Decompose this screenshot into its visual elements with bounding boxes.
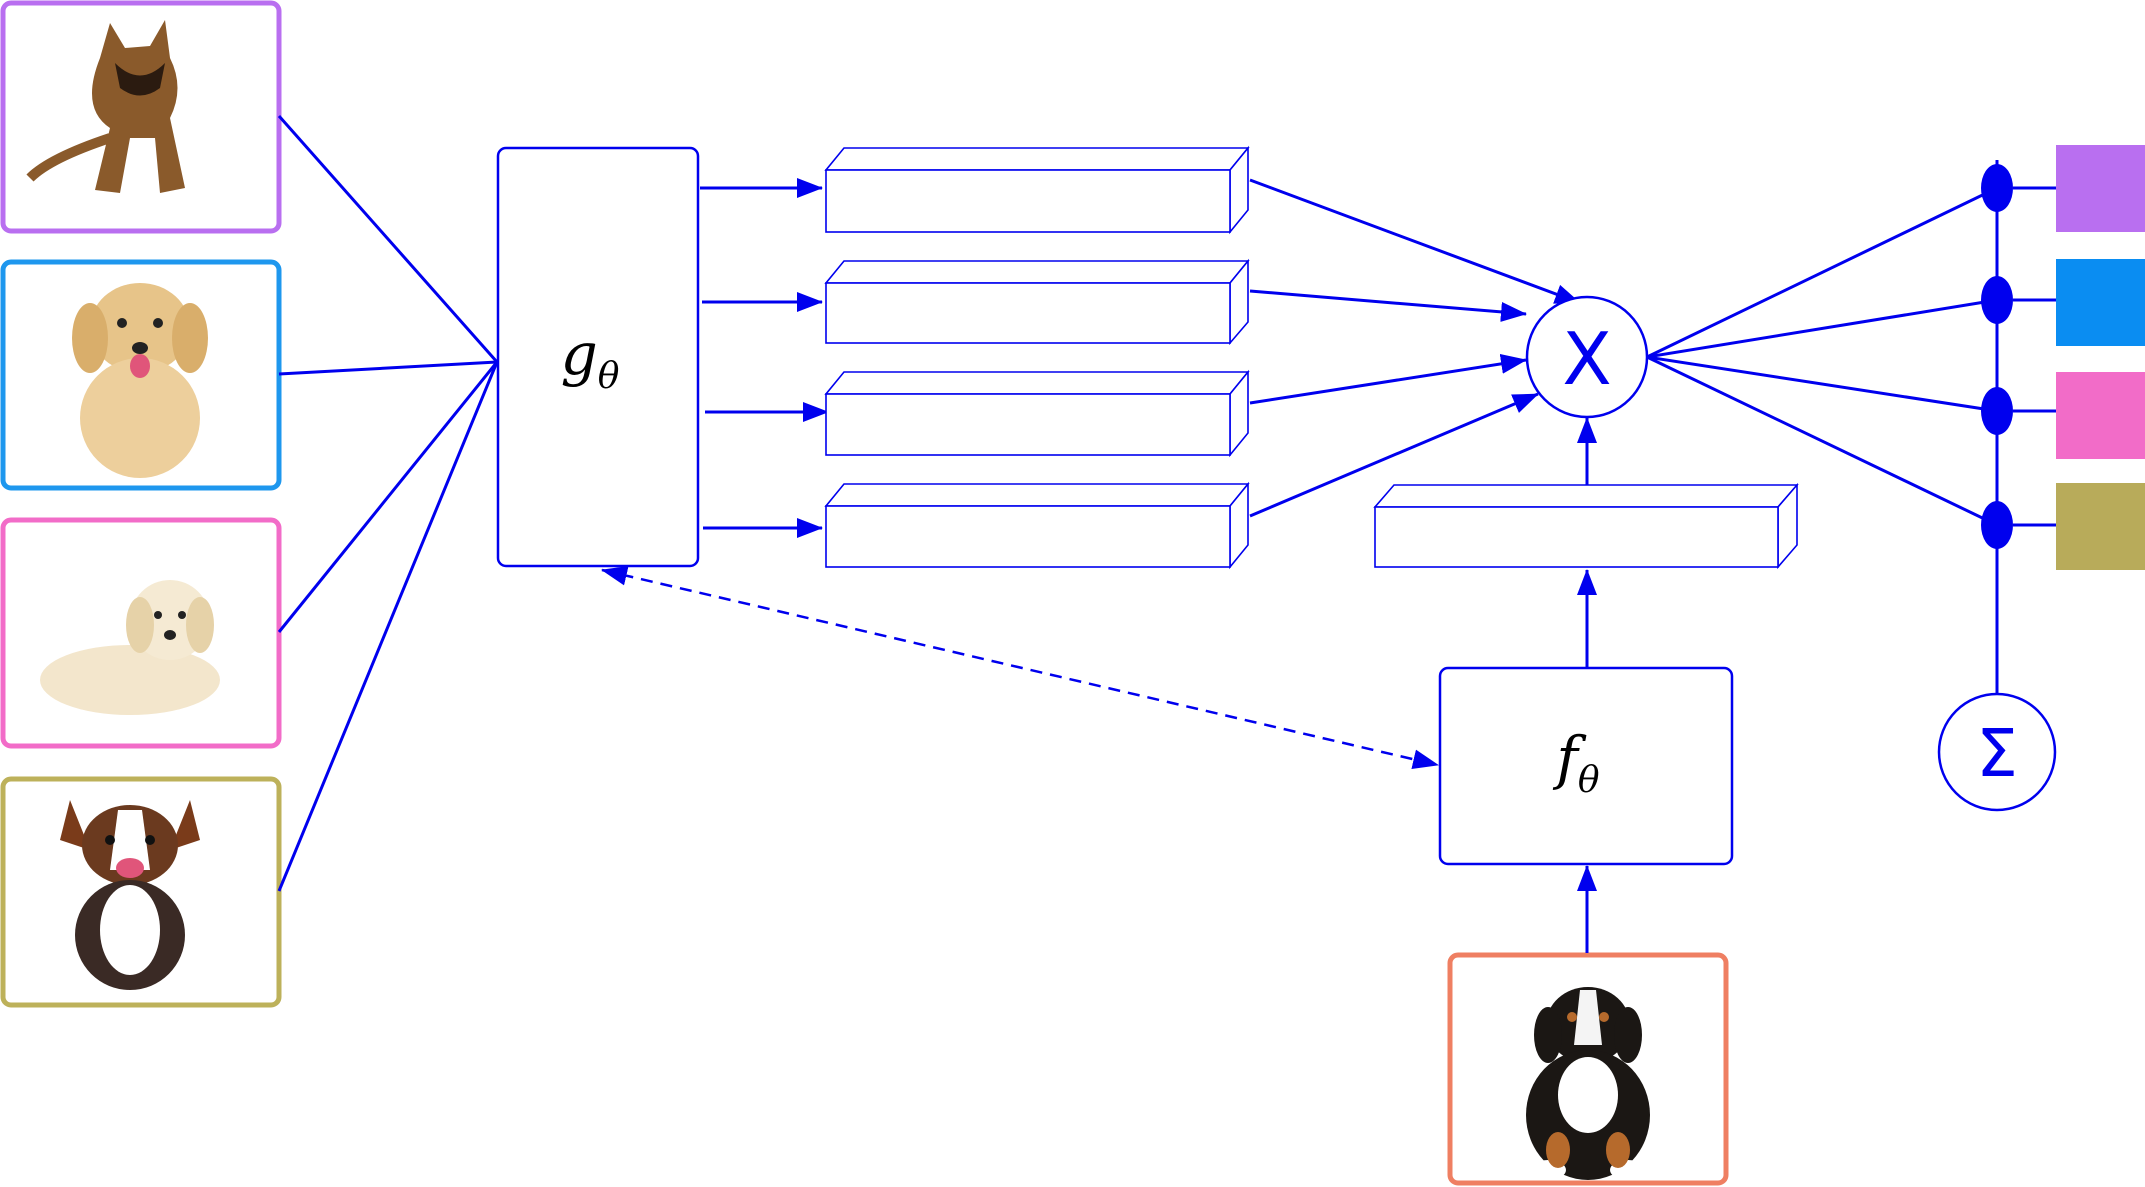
g-theta-label: g <box>561 320 598 388</box>
g-theta-encoder: gθ <box>496 146 700 568</box>
support-image-corgi-puppy <box>0 776 282 1008</box>
svg-text:gθ: gθ <box>561 320 620 397</box>
class-block-3 <box>2056 372 2145 459</box>
embedding-bar-1 <box>824 145 1250 235</box>
query-image-bernese-puppy <box>1447 952 1729 1186</box>
sum-node: Σ <box>1937 692 2057 812</box>
class-nodes <box>1981 164 2013 549</box>
product-node: X <box>1525 295 1649 419</box>
class-node-1 <box>1981 164 2013 212</box>
class-node-2 <box>1981 276 2013 324</box>
class-node-3 <box>1981 387 2013 435</box>
g-to-embedding-arrows <box>700 178 829 538</box>
weight-sharing-dashed-arrow <box>601 565 1439 770</box>
product-symbol: X <box>1562 317 1611 401</box>
g-theta-subscript: θ <box>598 356 620 397</box>
support-image-labrador-puppy <box>0 517 282 749</box>
node-to-class-lines <box>2013 186 2056 527</box>
embedding-bar-4 <box>824 481 1250 570</box>
embedding-bar-2 <box>824 258 1250 346</box>
f-theta-subscript: θ <box>1578 760 1600 801</box>
class-node-4 <box>1981 501 2013 549</box>
embedding-bar-3 <box>824 369 1250 458</box>
sum-symbol: Σ <box>1976 715 2018 792</box>
class-block-4 <box>2056 483 2145 570</box>
class-block-1 <box>2056 145 2145 232</box>
class-output-blocks <box>2056 145 2145 570</box>
support-image-golden-retriever-puppy <box>0 259 282 491</box>
support-to-g-lines <box>277 115 499 892</box>
product-to-class-lines <box>1646 186 1998 527</box>
embeddings-to-product-lines <box>1249 178 1581 518</box>
f-theta-encoder: fθ <box>1438 666 1734 866</box>
support-embedding-bars <box>824 145 1250 570</box>
query-embedding-bar <box>1373 482 1799 570</box>
class-block-2 <box>2056 259 2145 346</box>
support-image-german-shepherd <box>0 0 282 234</box>
